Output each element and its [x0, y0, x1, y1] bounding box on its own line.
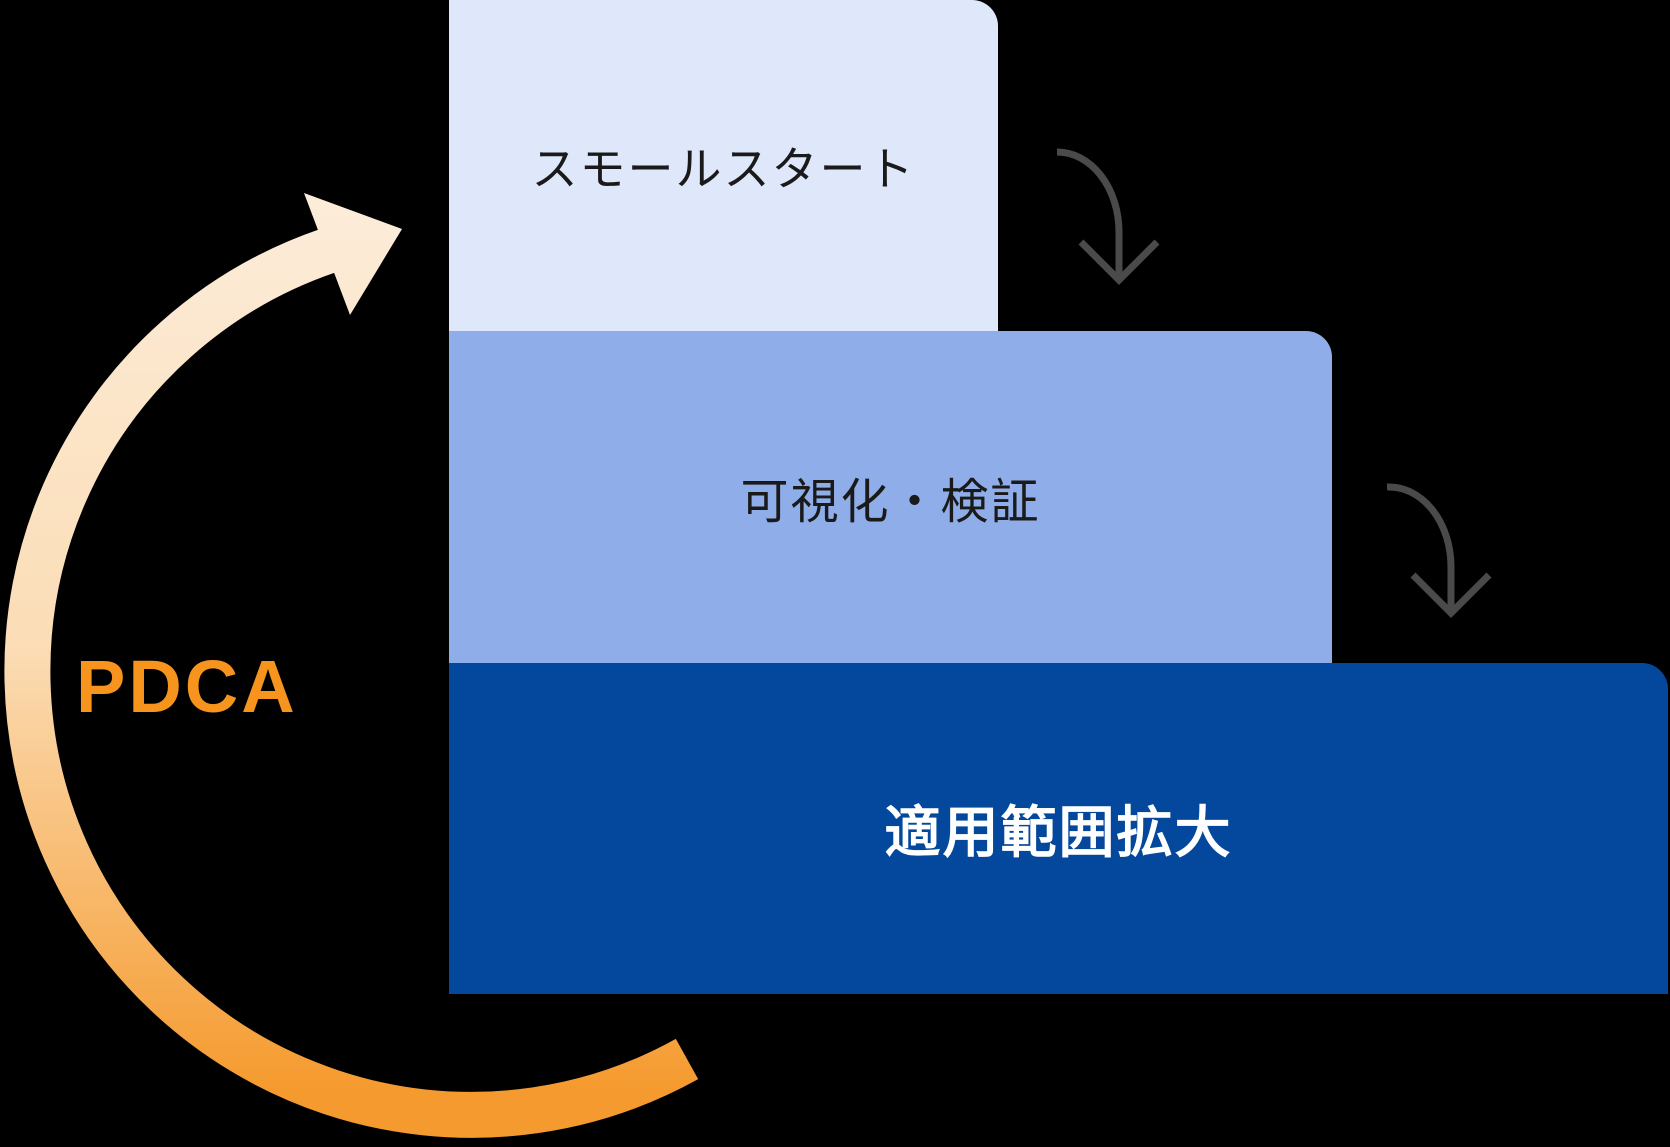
flow-arrow-1-arrowhead-icon	[1078, 239, 1160, 285]
step-label-expand-scope: 適用範囲拡大	[884, 801, 1233, 864]
flow-arrow-step1-to-step2	[1056, 148, 1160, 285]
flow-arrow-2-arrowhead-icon	[1410, 572, 1492, 618]
step-box-expand-scope: 適用範囲拡大	[449, 663, 1668, 994]
flow-arrow-2-curve	[1386, 483, 1455, 610]
pdca-label: PDCA	[76, 645, 298, 728]
step-box-visualize-verify: 可視化・検証	[449, 331, 1332, 663]
pdca-cycle-arrowhead-icon	[304, 193, 402, 315]
flow-arrow-step2-to-step3	[1386, 483, 1492, 618]
flow-arrow-1-curve	[1056, 148, 1123, 277]
step-label-visualize-verify: 可視化・検証	[740, 476, 1041, 529]
step-label-small-start: スモールスタート	[531, 142, 916, 195]
step-box-small-start: スモールスタート	[449, 0, 998, 331]
